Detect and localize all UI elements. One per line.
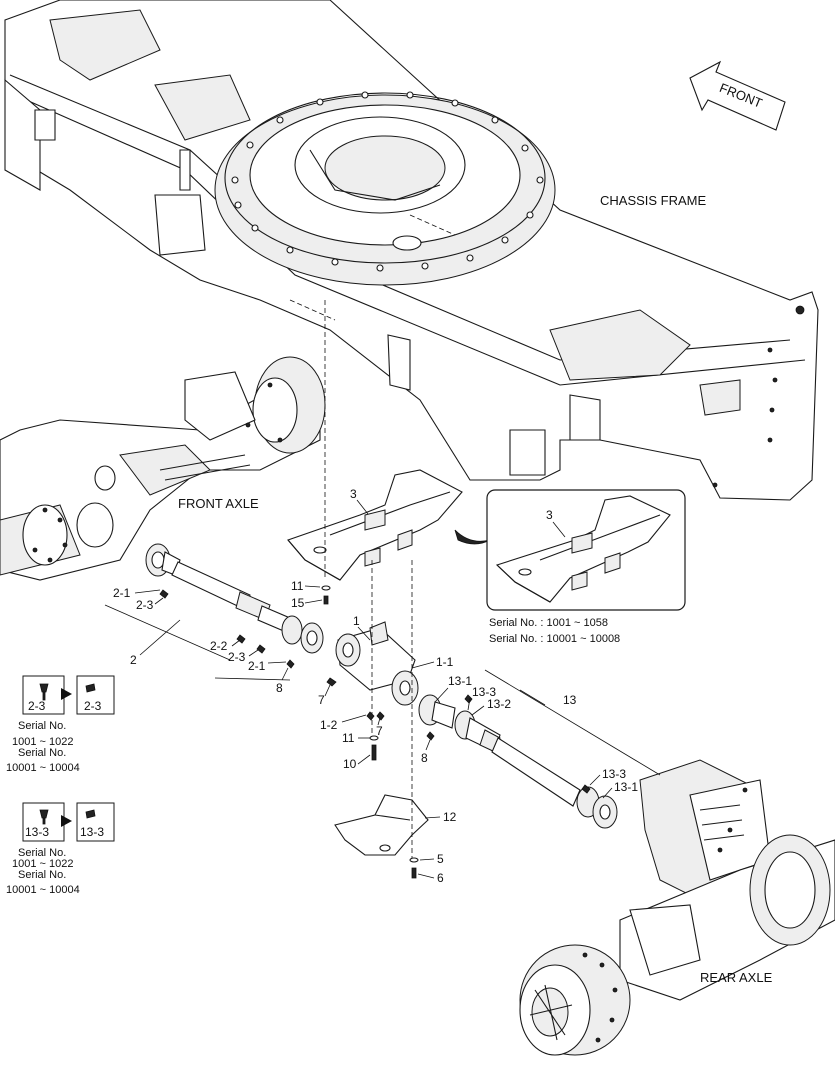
callout-2-3-mid: 2-3 <box>228 650 246 664</box>
legend-13-3: 13-3 13-3 <box>22 802 115 842</box>
rear-propeller-shaft-drawing <box>418 694 618 829</box>
legend-13-3-to-label: 13-3 <box>80 825 104 839</box>
inset-panel <box>486 489 686 611</box>
inset-serial-line-1: Serial No. : 1001 ~ 1058 <box>489 617 608 629</box>
legend-2-3-line-1: Serial No. <box>18 720 66 732</box>
callout-15: 15 <box>291 596 305 610</box>
bracket-3-drawing <box>287 469 463 581</box>
callout-1-1: 1-1 <box>436 655 454 669</box>
callout-13-1-bottom: 13-1 <box>614 780 638 794</box>
legend-2-3-to-label: 2-3 <box>84 699 102 713</box>
inset-serial-line-2: Serial No. : 10001 ~ 10008 <box>489 633 620 645</box>
callout-13-1-top: 13-1 <box>448 674 472 688</box>
legend-13-3-from-label: 13-3 <box>25 825 49 839</box>
callout-13-3-top: 13-3 <box>472 685 496 699</box>
center-bearing-drawing <box>335 621 419 706</box>
legend-13-3-line-3: Serial No. <box>18 869 66 881</box>
front-direction-arrow: FRONT <box>689 60 786 131</box>
callout-2-1-mid: 2-1 <box>248 659 266 673</box>
legend-13-3-line-4: 10001 ~ 10004 <box>6 884 80 896</box>
callout-1-2: 1-2 <box>320 718 338 732</box>
callout-6: 6 <box>437 871 444 885</box>
callout-13-2: 13-2 <box>487 697 511 711</box>
callout-8-left: 8 <box>276 681 283 695</box>
legend-2-3-arrow <box>61 688 72 700</box>
callout-13: 13 <box>563 693 577 707</box>
callout-2-2: 2-2 <box>210 639 228 653</box>
callout-13-3-bottom: 13-3 <box>602 767 626 781</box>
front-axle-drawing <box>0 356 326 581</box>
legend-2-3-line-3: Serial No. <box>18 747 66 759</box>
callout-11-bottom: 11 <box>342 731 355 745</box>
callout-2-1-top: 2-1 <box>113 586 131 600</box>
front-propeller-shaft-drawing <box>145 543 324 654</box>
swing-ring-drawing <box>214 91 556 286</box>
fasteners-drawing <box>159 585 591 879</box>
legend-2-3-line-4: 10001 ~ 10004 <box>6 762 80 774</box>
legend-13-3-line-2: 1001 ~ 1022 <box>12 858 73 870</box>
rear-axle-label: REAR AXLE <box>700 970 773 985</box>
callout-11-top: 11 <box>291 579 304 593</box>
callout-10: 10 <box>343 757 357 771</box>
callout-8-right: 8 <box>421 751 428 765</box>
callout-7-left: 7 <box>318 693 325 707</box>
legend-2-3-from-label: 2-3 <box>28 699 46 713</box>
rear-axle-drawing <box>519 759 835 1056</box>
callout-2: 2 <box>130 653 137 667</box>
callout-12: 12 <box>443 810 457 824</box>
callout-1: 1 <box>353 614 360 628</box>
callout-3-main: 3 <box>350 487 357 501</box>
bracket-12-drawing <box>334 794 429 856</box>
front-axle-label: FRONT AXLE <box>178 496 259 511</box>
legend-2-3: 2-3 2-3 <box>22 675 115 715</box>
legend-13-3-line-1: Serial No. <box>18 847 66 859</box>
callout-5: 5 <box>437 852 444 866</box>
chassis-frame-label: CHASSIS FRAME <box>600 193 707 208</box>
callout-3-inset: 3 <box>546 508 553 522</box>
legend-2-3-line-2: 1001 ~ 1022 <box>12 736 73 748</box>
callout-7-right: 7 <box>376 724 383 738</box>
legend-13-3-arrow <box>61 815 72 827</box>
callout-2-3-top: 2-3 <box>136 598 154 612</box>
